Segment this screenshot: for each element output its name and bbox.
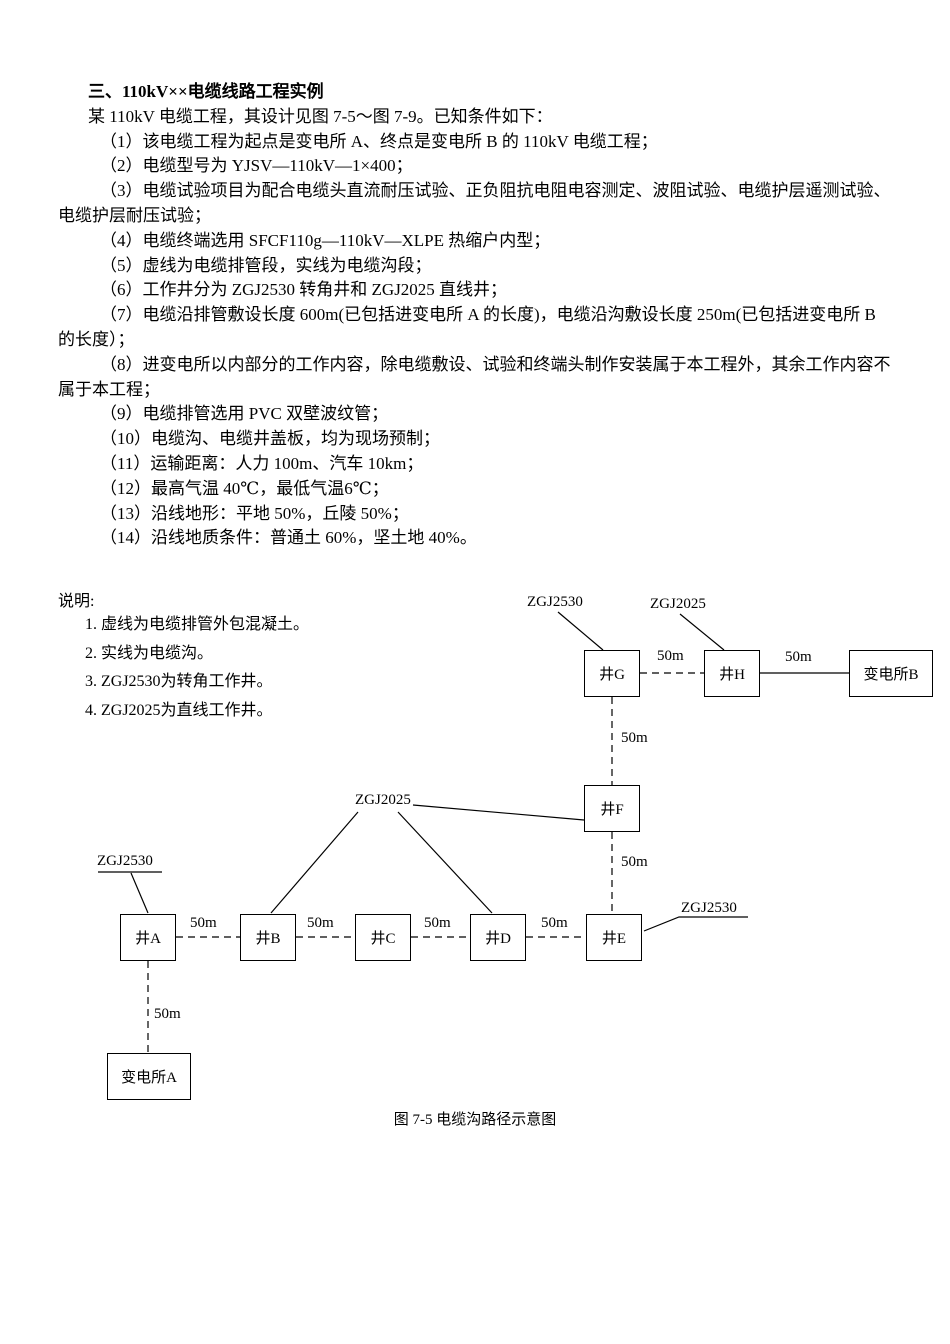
condition-item: （8）进变电所以内部分的工作内容，除电缆敷设、试验和终端头制作安装属于本工程外，… <box>58 354 891 399</box>
well-type-label: ZGJ2530 <box>681 900 737 916</box>
intro-paragraph: 某 110kV 电缆工程，其设计见图 7-5～图 7-9。已知条件如下： <box>88 106 553 126</box>
well-type-label: ZGJ2025 <box>650 596 706 612</box>
well-type-label: ZGJ2530 <box>527 594 583 610</box>
node-substation-a: 变电所A <box>107 1053 191 1100</box>
condition-item: （11）运输距离：人力 100m、汽车 10km； <box>100 453 424 473</box>
condition-item: （1）该电缆工程为起点是变电所 A、终点是变电所 B 的 110kV 电缆工程； <box>100 131 658 151</box>
condition-item: （10）电缆沟、电缆井盖板，均为现场预制； <box>100 429 440 449</box>
distance-label: 50m <box>190 915 217 931</box>
distance-label: 50m <box>154 1006 181 1022</box>
condition-item: （12）最高气温 40℃，最低气温6℃； <box>100 478 389 498</box>
legend-notes: 说明: 1. 虚线为电缆排管外包混凝土。 2. 实线为电缆沟。 3. ZGJ25… <box>58 587 309 725</box>
condition-item: （4）电缆终端选用 SFCF110g—110kV—XLPE 热缩户内型； <box>100 230 551 250</box>
node-well-c: 井C <box>355 914 411 961</box>
well-type-label: ZGJ2530 <box>97 853 153 869</box>
note-item: 2. 实线为电缆沟。 <box>85 644 214 662</box>
notes-label: 说明: <box>58 593 95 610</box>
node-well-b: 井B <box>240 914 296 961</box>
figure-caption: 图 7-5 电缆沟路径示意图 <box>393 1112 557 1128</box>
distance-label: 50m <box>785 649 812 665</box>
distance-label: 50m <box>621 854 648 870</box>
condition-item: （13）沿线地形：平地 50%，丘陵 50%； <box>100 503 409 523</box>
document-body: 三、110kV××电缆线路工程实例 某 110kV 电缆工程，其设计见图 7-5… <box>58 80 892 551</box>
distance-label: 50m <box>541 915 568 931</box>
node-well-g: 井G <box>584 650 640 697</box>
condition-item: （14）沿线地质条件：普通土 60%，坚土地 40%。 <box>100 528 477 548</box>
condition-item: （2）电缆型号为 YJSV—110kV—1×400； <box>100 156 413 176</box>
condition-item: （9）电缆排管选用 PVC 双壁波纹管； <box>100 404 389 424</box>
condition-item: （5）虚线为电缆排管段，实线为电缆沟段； <box>100 255 432 275</box>
node-well-f: 井F <box>584 785 640 832</box>
note-item: 4. ZGJ2025为直线工作井。 <box>85 701 273 719</box>
well-type-label: ZGJ2025 <box>355 792 411 808</box>
note-item: 3. ZGJ2530为转角工作井。 <box>85 673 273 690</box>
node-well-h: 井H <box>704 650 760 697</box>
condition-item: （6）工作井分为 ZGJ2530 转角井和 ZGJ2025 直线井； <box>100 280 508 300</box>
distance-label: 50m <box>424 915 451 931</box>
condition-item: （7）电缆沿排管敷设长度 600m(已包括进变电所 A 的长度)，电缆沿沟敷设长… <box>58 305 876 349</box>
condition-item: （3）电缆试验项目为配合电缆头直流耐压试验、正负阻抗电阻电容测定、波阻试验、电缆… <box>58 181 891 225</box>
distance-label: 50m <box>307 915 334 931</box>
node-substation-b: 变电所B <box>849 650 933 697</box>
section-title: 三、110kV××电缆线路工程实例 <box>88 82 324 101</box>
node-well-d: 井D <box>470 914 526 961</box>
node-well-e: 井E <box>586 914 642 961</box>
note-item: 1. 虚线为电缆排管外包混凝土。 <box>85 616 310 633</box>
distance-label: 50m <box>657 648 684 664</box>
node-well-a: 井A <box>120 914 176 961</box>
distance-label: 50m <box>621 730 648 746</box>
